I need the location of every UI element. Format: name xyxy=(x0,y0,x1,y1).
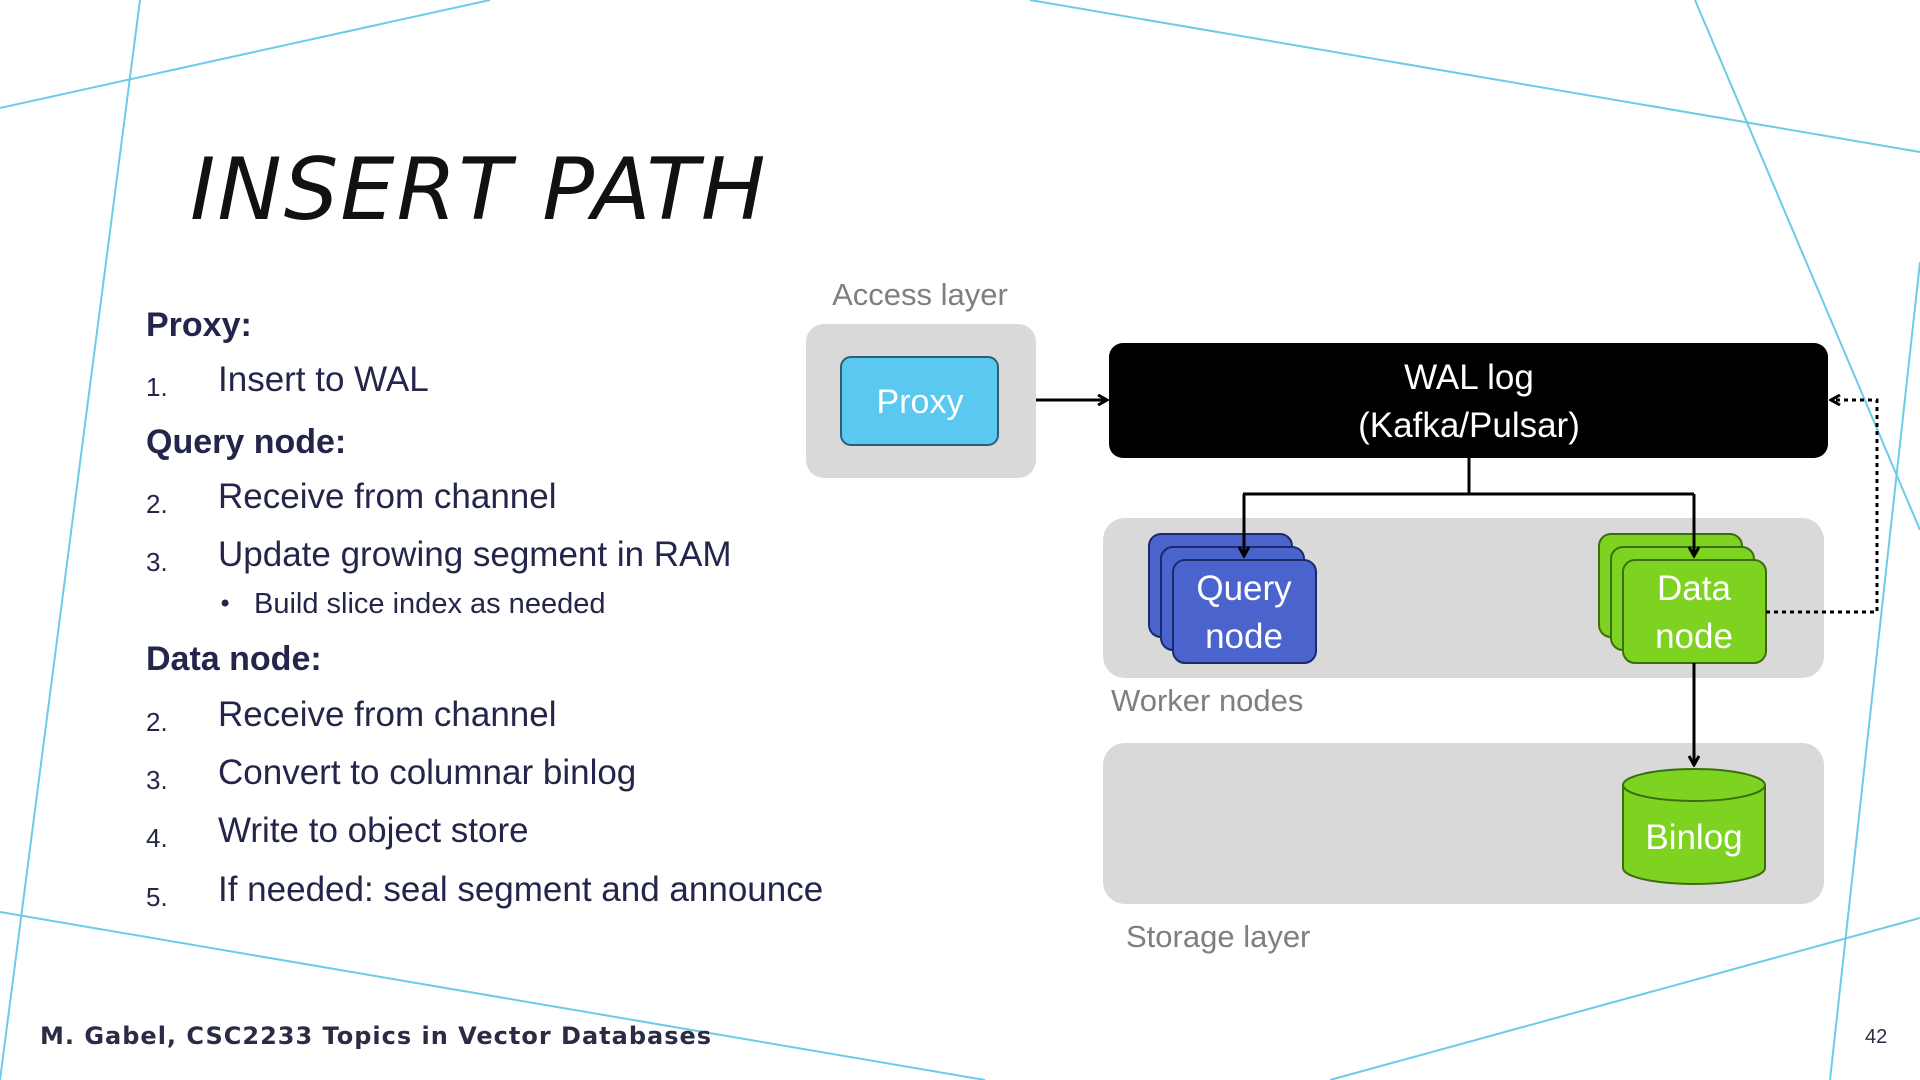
announce-dotted-arrow xyxy=(1766,400,1879,614)
step-text: Insert to WAL xyxy=(218,360,429,399)
step-text: Receive from channel xyxy=(218,695,557,734)
data-node-heading: Data node: xyxy=(146,640,322,678)
wal-log-node xyxy=(1109,343,1828,458)
step-number: 5. xyxy=(146,882,168,912)
slide-title: INSERT PATH xyxy=(190,140,768,240)
step-text: Convert to columnar binlog xyxy=(218,753,637,792)
step-text: Write to object store xyxy=(218,811,529,850)
query-node-label-line1: Query xyxy=(1196,569,1292,608)
step-number: 3. xyxy=(146,765,168,795)
step-number: 2. xyxy=(146,707,168,737)
sub-bullet-text: Build slice index as needed xyxy=(254,588,606,620)
data-node-label-line1: Data xyxy=(1657,569,1731,608)
step-number: 4. xyxy=(146,823,168,853)
step-text: Update growing segment in RAM xyxy=(218,535,732,574)
step-text: Receive from channel xyxy=(218,477,557,516)
wal-log-title: WAL log xyxy=(1404,358,1534,397)
proxy-heading: Proxy: xyxy=(146,306,252,344)
decor-line xyxy=(1829,261,1920,1080)
decor-line xyxy=(1029,0,1920,153)
proxy-label: Proxy xyxy=(877,383,964,421)
query-node xyxy=(1172,559,1317,664)
decor-line xyxy=(1329,917,1920,1080)
step-number: 3. xyxy=(146,547,168,577)
data-node-label-line2: node xyxy=(1655,617,1733,656)
query-node-heading: Query node: xyxy=(146,423,347,461)
step-text: If needed: seal segment and announce xyxy=(218,870,824,909)
step-number: 1. xyxy=(146,372,168,402)
binlog-cylinder-top xyxy=(1622,768,1766,802)
wal-log-subtitle: (Kafka/Pulsar) xyxy=(1358,406,1580,445)
decor-line xyxy=(0,911,986,1080)
binlog-cylinder-body xyxy=(1622,785,1766,885)
step-number: 2. xyxy=(146,489,168,519)
worker-nodes-label: Worker nodes xyxy=(1111,683,1303,718)
decor-line xyxy=(0,0,491,109)
decor-line xyxy=(0,0,141,1080)
access-layer-label: Access layer xyxy=(832,277,1008,312)
bullet-icon: • xyxy=(218,590,233,618)
binlog-storage: Binlog xyxy=(1622,768,1766,885)
query-node-label-line2: node xyxy=(1205,617,1283,656)
storage-layer-label: Storage layer xyxy=(1126,919,1310,954)
binlog-label: Binlog xyxy=(1645,818,1742,857)
proxy-node xyxy=(840,356,999,446)
decor-line xyxy=(1694,0,1920,531)
page-number: 42 xyxy=(1865,1026,1888,1048)
footer-author-course: M. Gabel, CSC2233 Topics in Vector Datab… xyxy=(40,1022,713,1050)
